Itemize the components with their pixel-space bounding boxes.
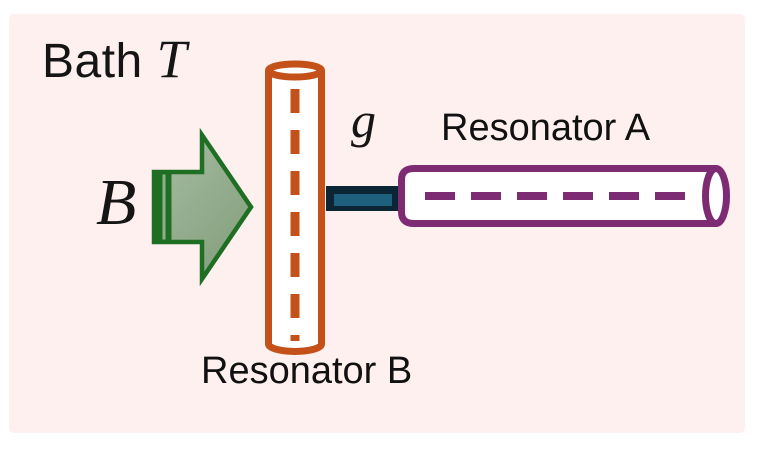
coupler-inner (334, 194, 392, 206)
resonator-b-label: Resonator B (201, 350, 413, 392)
resonator-a-end-cap (702, 165, 730, 227)
field-arrow-icon (151, 127, 254, 287)
bath-text: Bath (42, 35, 143, 88)
bath-label: Bath T (42, 32, 187, 86)
resonator-a-cylinder-icon (398, 165, 730, 227)
field-arrow-tail-highlight (162, 174, 166, 240)
resonator-b-cylinder-icon (265, 60, 325, 355)
resonator-b-body (265, 70, 325, 355)
bath-temperature-symbol: T (156, 29, 188, 89)
field-arrow-tail-bevel (152, 170, 172, 244)
resonator-a-label: Resonator A (441, 107, 651, 149)
coupler-bar-icon (326, 186, 399, 211)
coupling-symbol: g (351, 92, 376, 148)
field-symbol: B (96, 166, 137, 239)
resonator-b-top-cap (265, 60, 325, 81)
resonator-a-body (398, 165, 716, 227)
